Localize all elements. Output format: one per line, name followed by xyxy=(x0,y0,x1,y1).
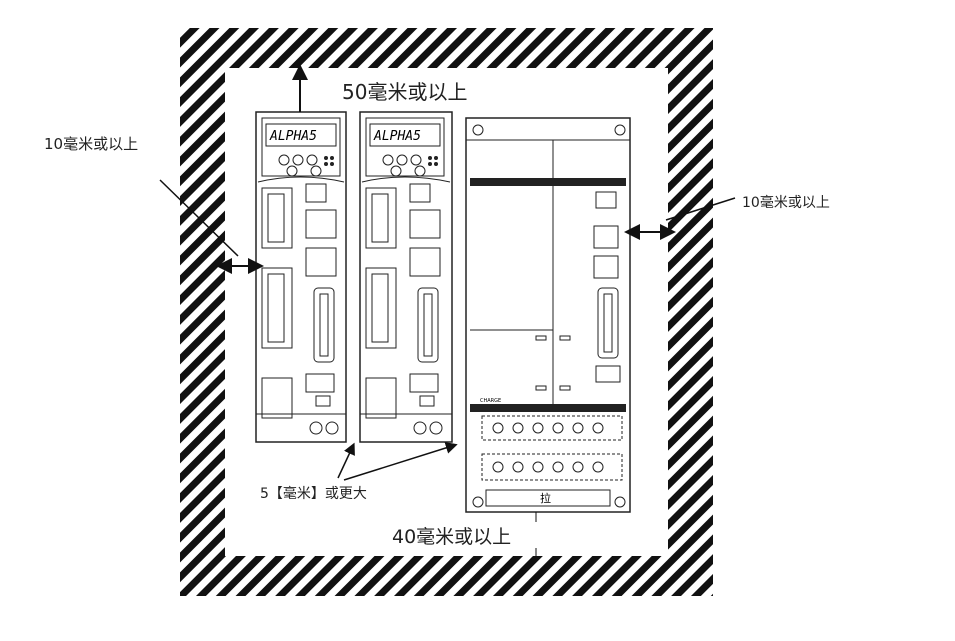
gap-clearance-label: 5【毫米】或更大 xyxy=(260,486,367,502)
servo-amplifier-large: CHARGE 拉 xyxy=(465,117,631,513)
right-leader-line xyxy=(665,197,736,221)
servo-amplifier-2: ALPHA5 xyxy=(359,111,453,443)
gap-leader-line-1 xyxy=(337,442,355,479)
left-leader-line xyxy=(159,179,239,257)
unit1-display-text: ALPHA5 xyxy=(269,129,317,144)
left-clearance-label: 10毫米或以上 xyxy=(44,135,139,153)
pull-label: 拉 xyxy=(540,491,551,505)
charge-label: CHARGE xyxy=(480,398,501,404)
unit2-display-text: ALPHA5 xyxy=(373,129,421,144)
servo-amplifier-1: ALPHA5 xyxy=(255,111,347,443)
right-clearance-label: 10毫米或以上 xyxy=(742,195,830,211)
gap-leader-line-2 xyxy=(343,442,458,481)
clearance-arrows xyxy=(159,64,736,556)
bottom-clearance-label: 40毫米或以上 xyxy=(392,526,512,548)
top-clearance-label: 50毫米或以上 xyxy=(342,80,468,104)
